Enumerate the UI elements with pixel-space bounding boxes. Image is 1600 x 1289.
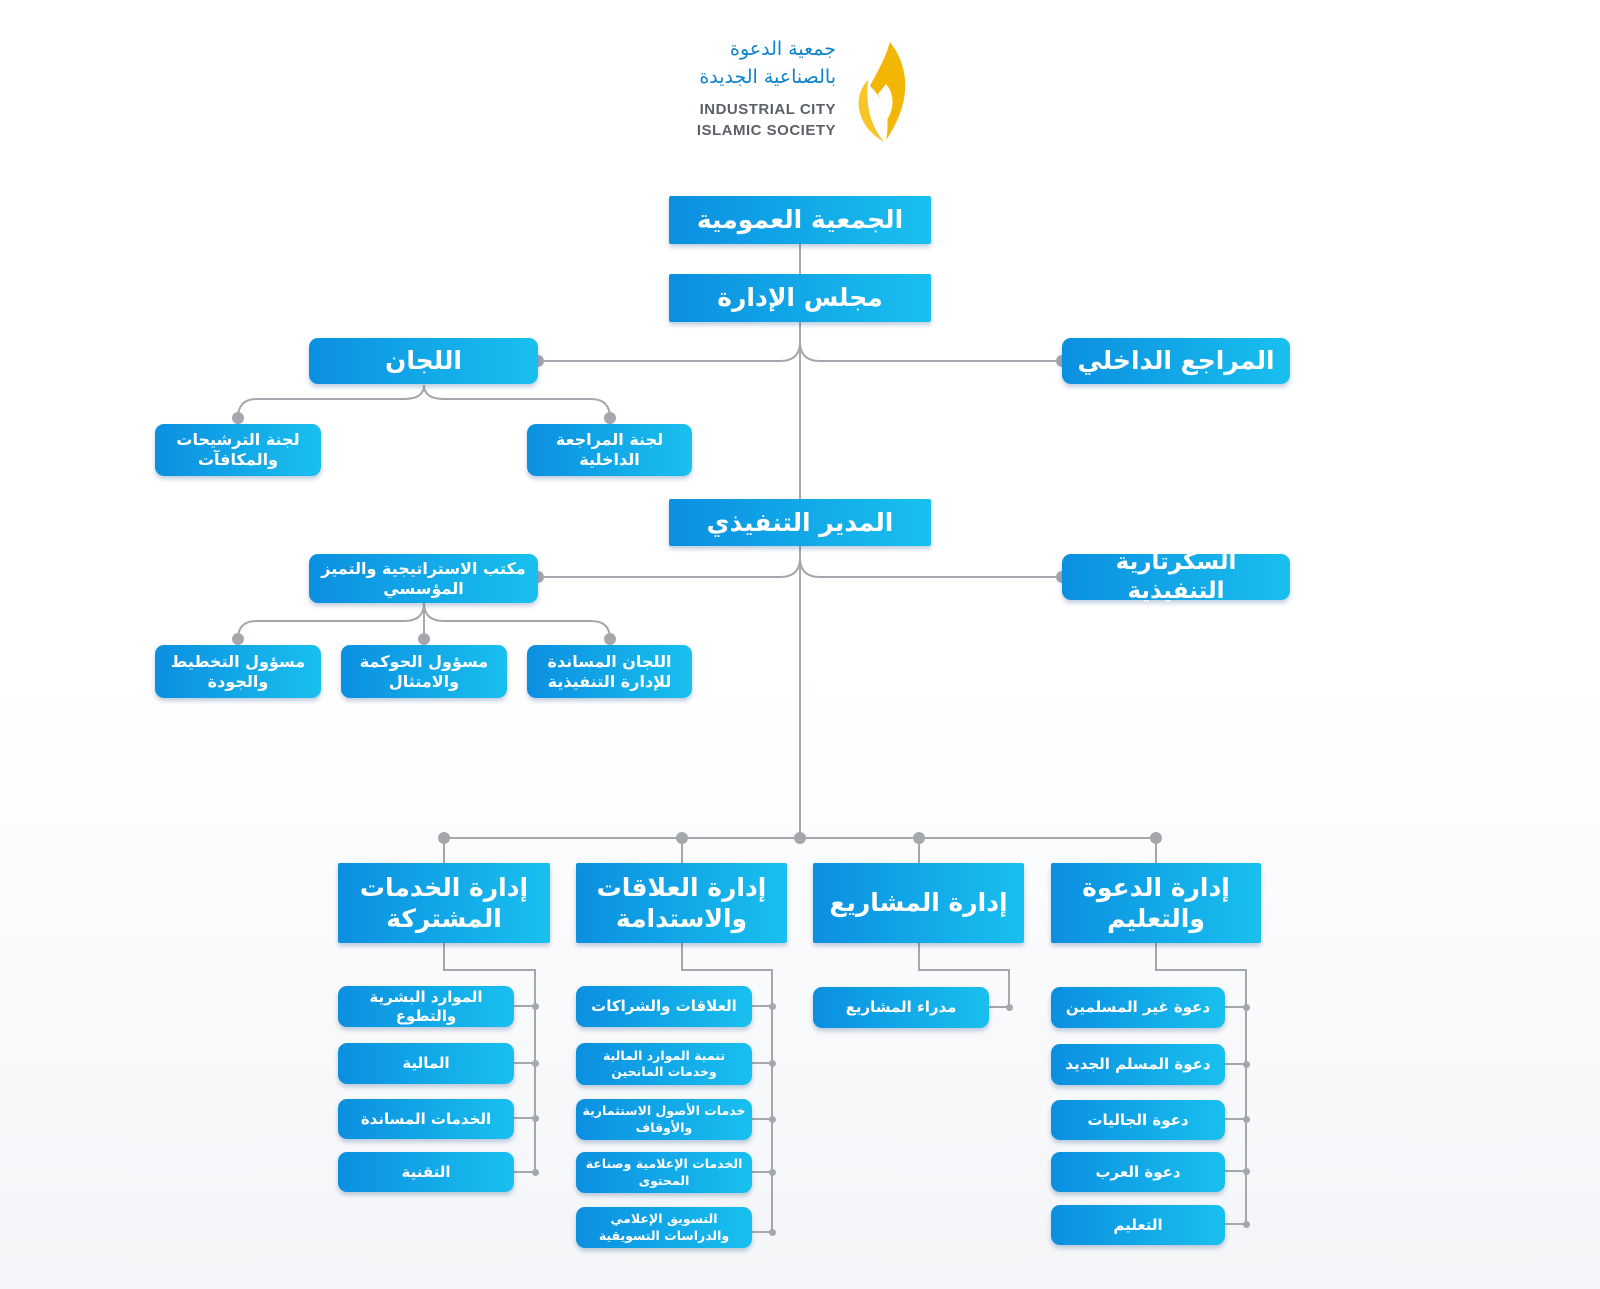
general-assembly-box: الجمعية العمومية [669,196,931,244]
connector-dot [913,832,925,844]
connector-dot [1242,1220,1250,1228]
dept-dawah-education-box: إدارة الدعوة والتعليم [1051,863,1261,943]
connector-dot [604,412,616,424]
unit-box: دعوة الجاليات [1051,1100,1225,1140]
connector-dot [768,1228,776,1236]
connector-dot [438,832,450,844]
committees-box: اللجان [309,338,538,384]
connector-dot [531,1114,539,1122]
governance-officer-box: مسؤول الحوكمة والامتثال [341,645,507,698]
connector-dot [232,633,244,645]
unit-box: دعوة العرب [1051,1152,1225,1192]
society-logo: جمعية الدعوة بالصناعية الجديدة INDUSTRIA… [690,38,920,148]
connector-dot [1242,1060,1250,1068]
nominations-committee-box: لجنة الترشيحات والمكافآت [155,424,321,476]
connector-dot [1242,1167,1250,1175]
unit-box: الموارد البشرية والتطوع [338,986,514,1027]
unit-box: التسويق الإعلامي والدراسات التسويقية [576,1207,752,1248]
connector-dot [1242,1115,1250,1123]
unit-box: خدمات الأصول الاستثمارية والأوقاف [576,1099,752,1140]
connector-dot [768,1168,776,1176]
dept-shared-services-box: إدارة الخدمات المشتركة [338,863,550,943]
logo-english-line1: INDUSTRIAL CITY [699,101,836,118]
flame-icon [858,42,906,142]
connector-dot [1242,1003,1250,1011]
executive-director-box: المدير التنفيذي [669,499,931,546]
unit-box: تنمية الموارد المالية وخدمات المانحين [576,1043,752,1085]
unit-box: التعليم [1051,1205,1225,1245]
connector-dot [531,1002,539,1010]
board-box: مجلس الإدارة [669,274,931,322]
dept-projects-box: إدارة المشاريع [813,863,1024,943]
executive-secretariat-box: السكرتارية التنفيذية [1062,549,1290,604]
strategy-office-box: مكتب الاستراتيجية والتميز المؤسسي [309,554,538,603]
unit-box: التقنية [338,1152,514,1192]
connector-dot [794,832,806,844]
dept-relations-box: إدارة العلاقات والاستدامة [576,863,787,943]
connector-dot [531,1168,539,1176]
connector-dot [768,1002,776,1010]
connector-dot [768,1115,776,1123]
connector-dot [531,1059,539,1067]
unit-box: الخدمات الإعلامية وصناعة المحتوى [576,1152,752,1193]
connector-dot [676,832,688,844]
unit-box: المالية [338,1043,514,1084]
logo-arabic-line1: جمعية الدعوة [729,38,836,60]
connector-dot [604,633,616,645]
unit-box: الخدمات المساندة [338,1099,514,1139]
planning-officer-box: مسؤول التخطيط والجودة [155,645,321,698]
support-committees-box: اللجان المساندة للإدارة التنفيذية [527,645,692,698]
internal-auditor-box: المراجع الداخلي [1062,338,1290,384]
internal-audit-committee-box: لجنة المراجعة الداخلية [527,424,692,476]
connector-dot [418,633,430,645]
connector-dot [768,1059,776,1067]
connector-dot [1150,832,1162,844]
connector-dot [232,412,244,424]
unit-box: دعوة المسلم الجديد [1051,1044,1225,1085]
logo-arabic-line2: بالصناعية الجديدة [699,66,836,88]
unit-box: العلاقات والشراكات [576,986,752,1027]
logo-english-line2: ISLAMIC SOCIETY [696,122,836,139]
connector-dot [1005,1003,1013,1011]
unit-box: مدراء المشاريع [813,987,989,1028]
unit-box: دعوة غير المسلمين [1051,987,1225,1028]
